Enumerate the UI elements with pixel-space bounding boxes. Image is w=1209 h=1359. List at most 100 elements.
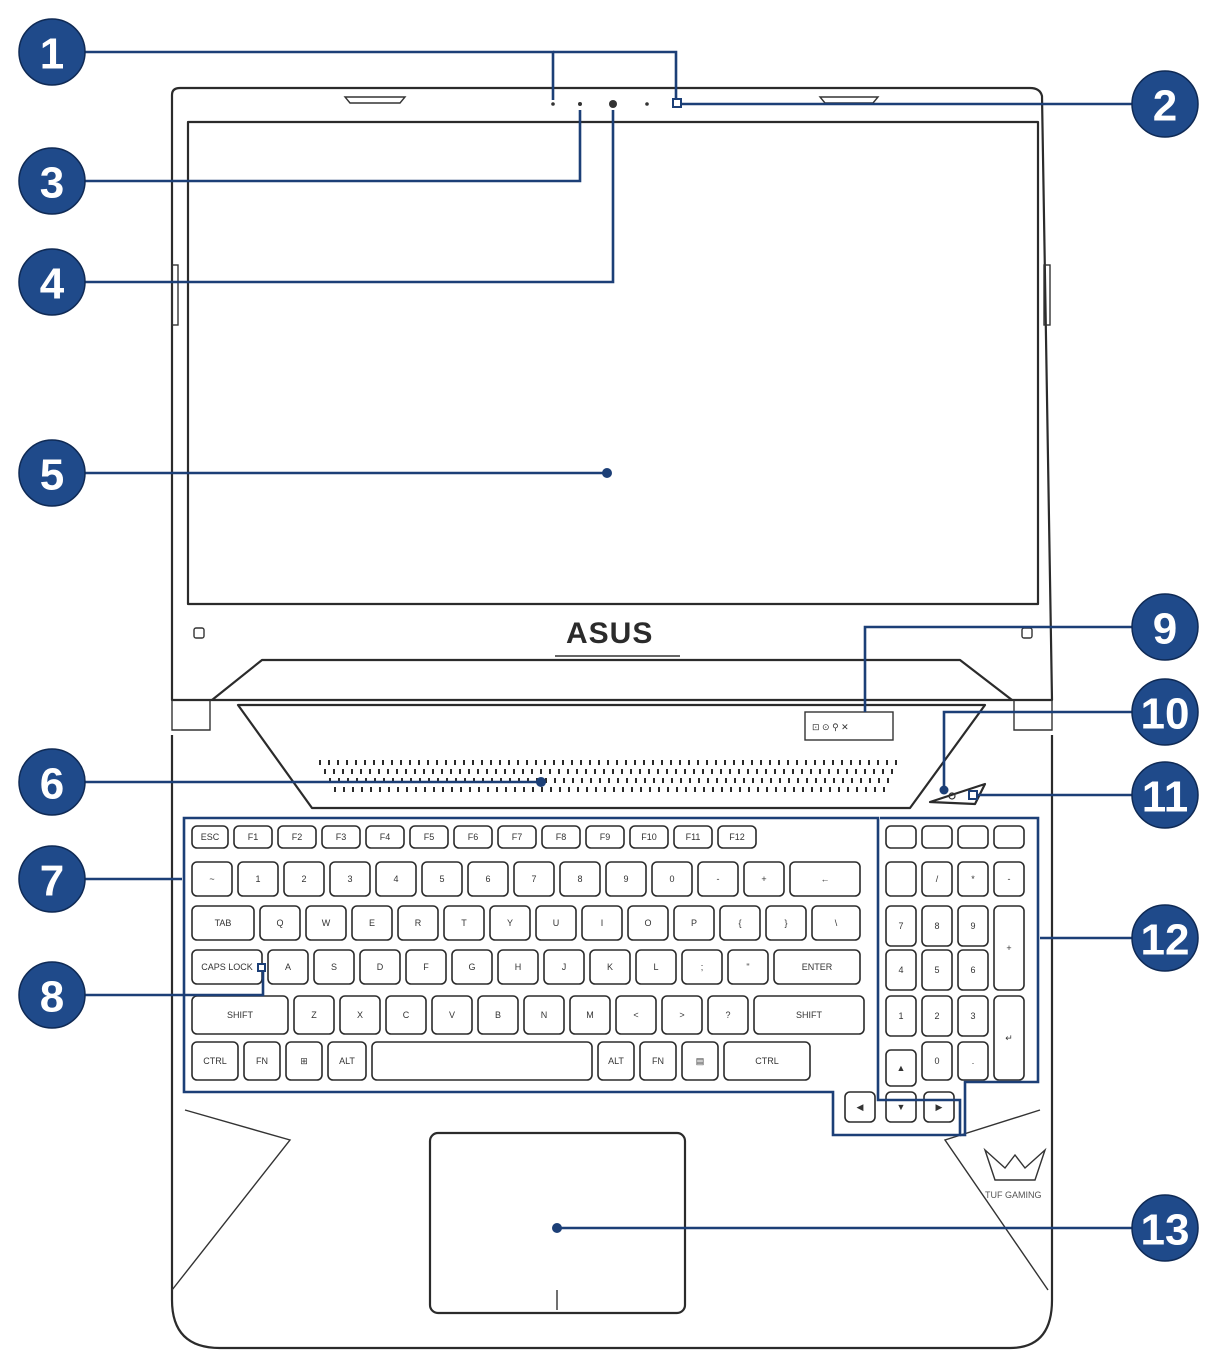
key-numpad-plus[interactable]: + xyxy=(994,906,1024,990)
key-fn-4[interactable]: F4 xyxy=(366,826,404,848)
key-arrow-right[interactable]: ▶ xyxy=(924,1092,954,1122)
key-home-9[interactable]: L xyxy=(636,950,676,984)
key-mod-4[interactable] xyxy=(372,1042,592,1080)
key-num-8[interactable]: 8 xyxy=(560,862,600,896)
key-num-0[interactable]: ~ xyxy=(192,862,232,896)
key-home-6[interactable]: H xyxy=(498,950,538,984)
key-num-11[interactable]: - xyxy=(698,862,738,896)
key-fn-12[interactable]: F12 xyxy=(718,826,756,848)
key-top-6[interactable]: Y xyxy=(490,906,530,940)
key-num-12[interactable]: + xyxy=(744,862,784,896)
key-mod-6[interactable]: FN xyxy=(640,1042,676,1080)
key-numpad-multiply[interactable]: * xyxy=(958,862,988,896)
key-fn-6[interactable]: F6 xyxy=(454,826,492,848)
key-bottom-7[interactable]: M xyxy=(570,996,610,1034)
key-fn-2[interactable]: F2 xyxy=(278,826,316,848)
key-fn-3[interactable]: F3 xyxy=(322,826,360,848)
key-top-4[interactable]: R xyxy=(398,906,438,940)
key-top-12[interactable]: } xyxy=(766,906,806,940)
key-top-0[interactable]: TAB xyxy=(192,906,254,940)
key-mod-8[interactable]: CTRL xyxy=(724,1042,810,1080)
key-home-2[interactable]: S xyxy=(314,950,354,984)
key-top-8[interactable]: I xyxy=(582,906,622,940)
key-top-9[interactable]: O xyxy=(628,906,668,940)
key-num-13[interactable]: ← xyxy=(790,862,860,896)
key-home-10[interactable]: ; xyxy=(682,950,722,984)
key-numpad-top-1[interactable] xyxy=(922,826,952,848)
key-numpad-1[interactable]: 1 xyxy=(886,996,916,1036)
key-top-7[interactable]: U xyxy=(536,906,576,940)
key-fn-11[interactable]: F11 xyxy=(674,826,712,848)
key-bottom-0[interactable]: SHIFT xyxy=(192,996,288,1034)
key-num-5[interactable]: 5 xyxy=(422,862,462,896)
key-num-3[interactable]: 3 xyxy=(330,862,370,896)
key-top-1[interactable]: Q xyxy=(260,906,300,940)
key-top-13[interactable]: \ xyxy=(812,906,860,940)
key-numpad-minus[interactable]: - xyxy=(994,862,1024,896)
key-numpad-decimal[interactable]: . xyxy=(958,1042,988,1080)
key-bottom-3[interactable]: C xyxy=(386,996,426,1034)
key-num-4[interactable]: 4 xyxy=(376,862,416,896)
key-num-6[interactable]: 6 xyxy=(468,862,508,896)
key-bottom-11[interactable]: SHIFT xyxy=(754,996,864,1034)
key-numlock[interactable] xyxy=(886,862,916,896)
key-mod-2[interactable]: ⊞ xyxy=(286,1042,322,1080)
key-num-10[interactable]: 0 xyxy=(652,862,692,896)
key-top-10[interactable]: P xyxy=(674,906,714,940)
key-mod-1[interactable]: FN xyxy=(244,1042,280,1080)
key-home-1[interactable]: A xyxy=(268,950,308,984)
key-fn-10[interactable]: F10 xyxy=(630,826,668,848)
key-mod-3[interactable]: ALT xyxy=(328,1042,366,1080)
key-fn-7[interactable]: F7 xyxy=(498,826,536,848)
key-home-11[interactable]: " xyxy=(728,950,768,984)
key-mod-0[interactable]: CTRL xyxy=(192,1042,238,1080)
key-top-5[interactable]: T xyxy=(444,906,484,940)
key-home-3[interactable]: D xyxy=(360,950,400,984)
key-bottom-10[interactable]: ? xyxy=(708,996,748,1034)
key-arrow-down[interactable]: ▼ xyxy=(886,1092,916,1122)
key-top-3[interactable]: E xyxy=(352,906,392,940)
key-home-4[interactable]: F xyxy=(406,950,446,984)
key-fn-8[interactable]: F8 xyxy=(542,826,580,848)
key-numpad-5[interactable]: 5 xyxy=(922,950,952,990)
key-numpad-enter[interactable]: ↵ xyxy=(994,996,1024,1080)
key-numpad-2[interactable]: 2 xyxy=(922,996,952,1036)
key-numpad-divide[interactable]: / xyxy=(922,862,952,896)
key-fn-5[interactable]: F5 xyxy=(410,826,448,848)
key-numpad-8[interactable]: 8 xyxy=(922,906,952,946)
key-fn-1[interactable]: F1 xyxy=(234,826,272,848)
key-top-2[interactable]: W xyxy=(306,906,346,940)
key-home-8[interactable]: K xyxy=(590,950,630,984)
key-numpad-top-3[interactable] xyxy=(994,826,1024,848)
key-num-7[interactable]: 7 xyxy=(514,862,554,896)
key-num-9[interactable]: 9 xyxy=(606,862,646,896)
key-numpad-3[interactable]: 3 xyxy=(958,996,988,1036)
key-bottom-2[interactable]: X xyxy=(340,996,380,1034)
key-arrow-up[interactable]: ▲ xyxy=(886,1050,916,1086)
key-numpad-top-2[interactable] xyxy=(958,826,988,848)
key-arrow-left[interactable]: ◀ xyxy=(845,1092,875,1122)
key-num-1[interactable]: 1 xyxy=(238,862,278,896)
key-numpad-top-0[interactable] xyxy=(886,826,916,848)
key-mod-5[interactable]: ALT xyxy=(598,1042,634,1080)
key-home-5[interactable]: G xyxy=(452,950,492,984)
key-numpad-6[interactable]: 6 xyxy=(958,950,988,990)
key-bottom-8[interactable]: < xyxy=(616,996,656,1034)
key-bottom-5[interactable]: B xyxy=(478,996,518,1034)
key-numpad-9[interactable]: 9 xyxy=(958,906,988,946)
key-top-11[interactable]: { xyxy=(720,906,760,940)
key-home-12[interactable]: ENTER xyxy=(774,950,860,984)
key-num-2[interactable]: 2 xyxy=(284,862,324,896)
key-fn-0[interactable]: ESC xyxy=(192,826,228,848)
touchpad[interactable] xyxy=(430,1133,685,1313)
key-bottom-4[interactable]: V xyxy=(432,996,472,1034)
key-fn-9[interactable]: F9 xyxy=(586,826,624,848)
key-bottom-1[interactable]: Z xyxy=(294,996,334,1034)
key-home-7[interactable]: J xyxy=(544,950,584,984)
key-numpad-0[interactable]: 0 xyxy=(922,1042,952,1080)
key-numpad-4[interactable]: 4 xyxy=(886,950,916,990)
key-mod-7[interactable]: ▤ xyxy=(682,1042,718,1080)
key-bottom-9[interactable]: > xyxy=(662,996,702,1034)
key-bottom-6[interactable]: N xyxy=(524,996,564,1034)
key-home-0[interactable]: CAPS LOCK xyxy=(192,950,262,984)
